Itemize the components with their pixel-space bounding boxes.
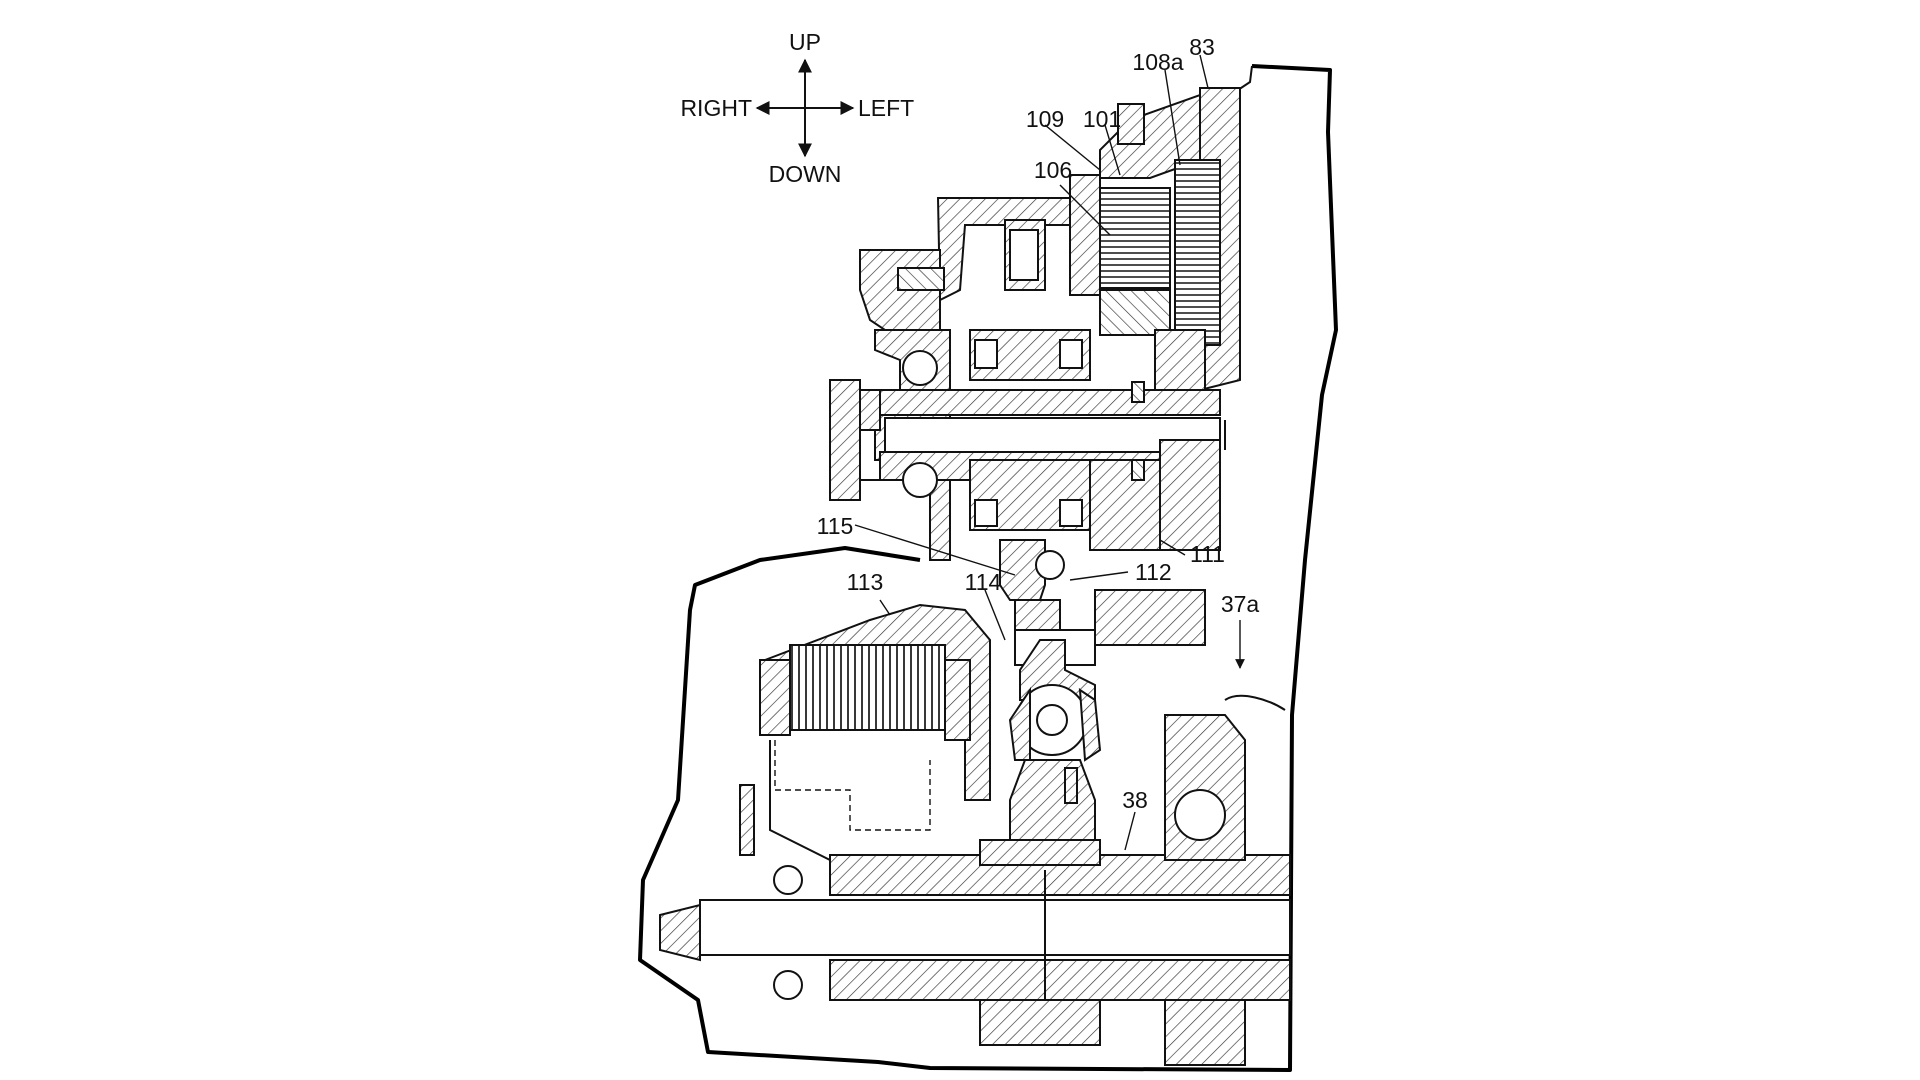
label-115: 115 — [817, 513, 854, 539]
gear-101 — [1100, 188, 1170, 288]
direction-left-label: LEFT — [858, 95, 914, 121]
label-38: 38 — [1122, 787, 1148, 813]
direction-up-label: UP — [789, 29, 821, 55]
label-109: 109 — [1026, 106, 1064, 132]
label-111: 111 — [1190, 541, 1225, 567]
bearing-upper-right-bottom — [903, 463, 937, 497]
label-83: 83 — [1189, 34, 1215, 60]
bearing-lower-right-top — [1175, 790, 1225, 840]
label-106: 106 — [1034, 157, 1072, 183]
direction-down-label: DOWN — [769, 161, 842, 187]
label-37a: 37a — [1221, 591, 1260, 617]
label-112: 112 — [1135, 559, 1172, 585]
label-113: 113 — [847, 569, 884, 595]
label-108a: 108a — [1132, 49, 1183, 75]
clutch-113 — [740, 605, 990, 860]
direction-right-label: RIGHT — [680, 95, 752, 121]
direction-compass: UP DOWN RIGHT LEFT — [680, 29, 914, 187]
bearing-upper-right-top — [903, 351, 937, 385]
bearing-lower-left-bottom — [774, 971, 802, 999]
label-101: 101 — [1083, 106, 1121, 132]
label-114: 114 — [965, 569, 1002, 595]
bearing-lower-left-top — [774, 866, 802, 894]
gear-83 — [1175, 160, 1220, 345]
